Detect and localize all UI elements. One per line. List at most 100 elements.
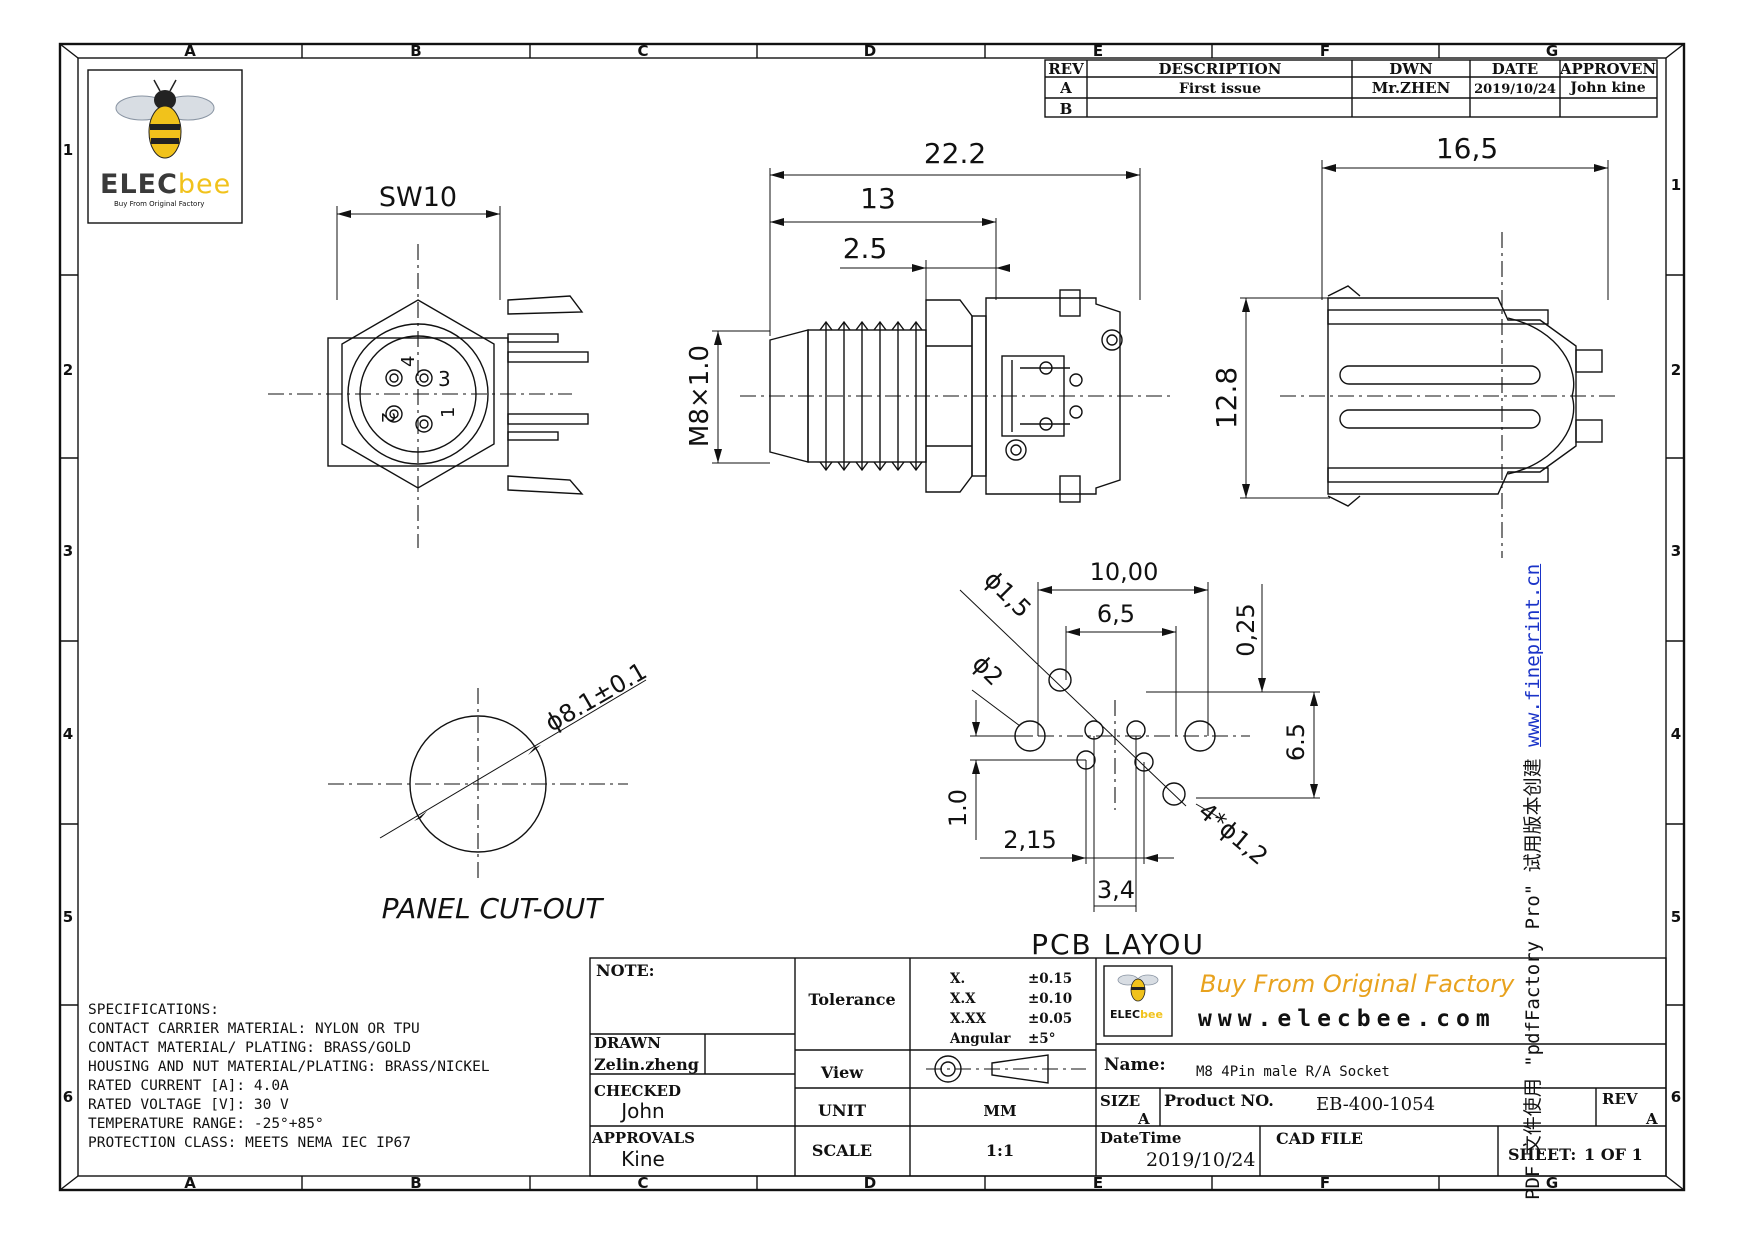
grid-row-6: 6 xyxy=(63,1088,73,1106)
tolerance-format: X.X xyxy=(950,991,976,1007)
dim-16-5: 16,5 xyxy=(1436,132,1498,165)
bee-icon xyxy=(115,79,215,159)
grid-row-3: 3 xyxy=(1671,542,1681,560)
grid-row-4: 4 xyxy=(63,725,73,743)
size-label: SIZE xyxy=(1100,1092,1140,1110)
grid-row-2: 2 xyxy=(1671,361,1681,379)
pcb-layout-view: 10,00 6,5 ϕ1,5 ϕ2 0,25 6.5 1.0 xyxy=(944,558,1320,961)
grid-column-labels-top: A B C D E F G xyxy=(184,42,1558,60)
spec-line: RATED CURRENT [A]: 4.0A xyxy=(88,1078,289,1094)
thread-ridges xyxy=(819,320,923,472)
spec-line: HOUSING AND NUT MATERIAL/PLATING: BRASS/… xyxy=(88,1059,490,1075)
grid-column-labels-bottom: A B C D E F G xyxy=(184,1174,1558,1192)
rev-row-a-description: First issue xyxy=(1179,81,1261,97)
side-view: 22.2 13 2.5 M8×1.0 xyxy=(685,137,1170,503)
front-view: 4 3 2 1 SW10 xyxy=(268,182,589,548)
sheet-value: 1 OF 1 xyxy=(1584,1145,1643,1164)
unit-value: MM xyxy=(983,1102,1016,1120)
grid-col-c: C xyxy=(637,1174,648,1192)
rev-label: REV xyxy=(1602,1090,1638,1108)
rev-header-description: DESCRIPTION xyxy=(1159,60,1282,78)
rev-header-rev: REV xyxy=(1048,60,1084,78)
unit-label: UNIT xyxy=(818,1101,866,1120)
spec-heading: SPECIFICATIONS: xyxy=(88,1002,219,1018)
grid-col-f: F xyxy=(1320,42,1330,60)
grid-col-g: G xyxy=(1546,42,1558,60)
elecbee-logo: ELECbee Buy From Original Factory xyxy=(87,69,243,224)
grid-row-4: 4 xyxy=(1671,725,1681,743)
grid-row-labels-right: 1 2 3 4 5 6 xyxy=(1671,176,1681,1106)
grid-col-f: F xyxy=(1320,1174,1330,1192)
dim-22-2: 22.2 xyxy=(924,137,986,170)
grid-col-d: D xyxy=(864,42,876,60)
rev-row-a-approven: John kine xyxy=(1568,80,1645,96)
rev-header-date: DATE xyxy=(1492,60,1538,78)
dim-2-5: 2.5 xyxy=(843,232,888,265)
logo-tagline: Buy From Original Factory xyxy=(114,200,204,208)
spec-line: RATED VOLTAGE [V]: 30 V xyxy=(88,1097,289,1113)
grid-col-e: E xyxy=(1093,42,1103,60)
spec-line: CONTACT CARRIER MATERIAL: NYLON OR TPU xyxy=(88,1021,420,1037)
rev-row-a-dwn: Mr.ZHEN xyxy=(1372,79,1451,97)
spec-line: CONTACT MATERIAL/ PLATING: BRASS/GOLD xyxy=(88,1040,411,1056)
datetime-label: DateTime xyxy=(1100,1129,1181,1147)
grid-col-g: G xyxy=(1546,1174,1558,1192)
panel-cutout-view: ϕ8.1±0.1 PANEL CUT-OUT xyxy=(328,657,652,925)
sheet-label: SHEET: xyxy=(1508,1145,1576,1164)
grid-row-5: 5 xyxy=(1671,908,1681,926)
pdf-note-link[interactable]: www.fineprint.cn xyxy=(1522,563,1544,747)
datetime-value: 2019/10/24 xyxy=(1146,1149,1256,1171)
logo-brand-light: bee xyxy=(178,169,231,200)
name-label: Name: xyxy=(1104,1055,1166,1075)
dim-pcb-phi-2: ϕ2 xyxy=(967,649,1009,691)
rev-header-dwn: DWN xyxy=(1389,60,1433,78)
approvals-value: Kine xyxy=(621,1147,665,1171)
grid-col-a: A xyxy=(184,42,196,60)
dim-pcb-2-15: 2,15 xyxy=(1003,826,1056,854)
pin-contact-icons xyxy=(385,369,433,433)
dim-pcb-4-holes: 4*ϕ1,2 xyxy=(1193,797,1273,871)
spec-line: PROTECTION CLASS: MEETS NEMA IEC IP67 xyxy=(88,1135,411,1151)
scale-value: 1:1 xyxy=(986,1141,1014,1160)
rear-view: 16,5 12.8 xyxy=(1210,132,1620,558)
grid-row-1: 1 xyxy=(1671,176,1681,194)
pin-label-2: 2 xyxy=(377,412,398,423)
dim-pcb-1-0: 1.0 xyxy=(944,789,972,827)
dim-m8-thread: M8×1.0 xyxy=(685,345,715,447)
cad-file-label: CAD FILE xyxy=(1276,1129,1363,1148)
specifications-block: SPECIFICATIONS: CONTACT CARRIER MATERIAL… xyxy=(88,1002,490,1151)
tolerance-value: ±0.05 xyxy=(1028,1011,1072,1027)
checked-label: CHECKED xyxy=(594,1082,681,1100)
grid-col-b: B xyxy=(410,42,421,60)
rev-row-b-rev: B xyxy=(1060,100,1073,118)
tolerance-format: X.XX xyxy=(950,1011,987,1027)
product-no-value: EB-400-1054 xyxy=(1316,1094,1435,1115)
grid-row-1: 1 xyxy=(63,141,73,159)
spec-line: TEMPERATURE RANGE: -25°+85° xyxy=(88,1116,324,1132)
grid-col-a: A xyxy=(184,1174,196,1192)
title-block-slogan: Buy From Original Factory xyxy=(1200,970,1515,998)
note-label: NOTE: xyxy=(596,961,655,980)
title-block: NOTE: DRAWN Zelin.zheng CHECKED John APP… xyxy=(589,957,1667,1177)
dim-pcb-0-25: 0,25 xyxy=(1232,603,1260,656)
dim-12-8: 12.8 xyxy=(1210,367,1243,429)
projection-symbol-icon xyxy=(926,1054,1086,1084)
checked-value: John xyxy=(619,1099,665,1123)
drawn-label: DRAWN xyxy=(594,1034,661,1052)
tolerance-format: Angular xyxy=(949,1031,1011,1047)
tolerance-value: ±5° xyxy=(1028,1031,1055,1047)
dim-sw10: SW10 xyxy=(379,182,457,213)
pin-label-3: 3 xyxy=(438,367,451,391)
dim-pcb-3-4: 3,4 xyxy=(1097,876,1135,904)
dim-pcb-6-5: 6,5 xyxy=(1097,600,1135,628)
rev-row-a-rev: A xyxy=(1059,79,1072,97)
rev-row-a-date: 2019/10/24 xyxy=(1474,82,1556,97)
grid-row-2: 2 xyxy=(63,361,73,379)
pin-label-1: 1 xyxy=(438,407,459,418)
name-value: M8 4Pin male R/A Socket xyxy=(1196,1064,1390,1080)
dim-pcb-6-5-vertical: 6.5 xyxy=(1282,723,1310,761)
logo-brand-dark: ELEC xyxy=(100,169,178,200)
rev-value: A xyxy=(1645,1110,1658,1128)
grid-col-b: B xyxy=(410,1174,421,1192)
